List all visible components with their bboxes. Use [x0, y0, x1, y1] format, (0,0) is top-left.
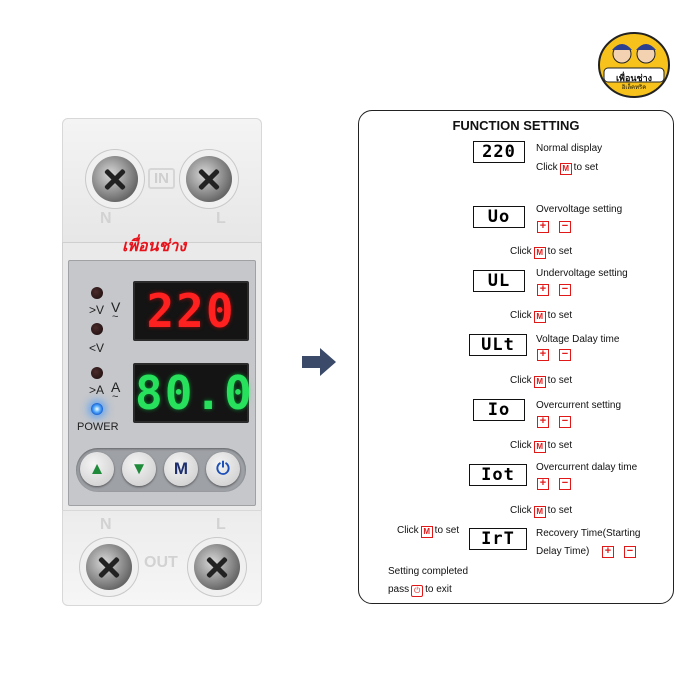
m-key-icon: M	[533, 441, 546, 453]
minus-key-icon: −	[624, 546, 636, 558]
current-ac-symbol: ~	[112, 391, 119, 403]
overcurrent-led-label: >A	[89, 383, 105, 397]
recovery-time-label: Recovery Time(Starting	[536, 528, 641, 539]
minus-key-icon: −	[559, 478, 571, 490]
plus-key-icon: +	[537, 349, 549, 361]
voltage-ac-symbol: ~	[112, 311, 119, 323]
voltage-display: 220	[133, 281, 249, 341]
power-button[interactable]: ⏻	[206, 452, 240, 486]
mode-icon: M	[173, 459, 189, 478]
function-setting-title: FUNCTION SETTING	[452, 118, 580, 133]
setting-completed-label: Setting completed	[388, 566, 469, 577]
code-overcurrent-delay: Iot	[469, 464, 527, 486]
code-recovery-time: IrT	[469, 528, 527, 550]
device-top-housing: IN N L	[62, 118, 262, 248]
logo-badge-icon	[598, 32, 670, 98]
plus-key-icon: +	[537, 284, 549, 296]
right-arrow-icon	[302, 348, 336, 376]
bottom-n-label: N	[100, 516, 112, 533]
minus-key-icon: −	[559, 284, 571, 296]
code-overcurrent: Io	[473, 399, 525, 421]
down-button[interactable]: ▼	[122, 452, 156, 486]
power-icon: ⏻	[216, 459, 230, 478]
input-terminal-l	[186, 156, 232, 202]
m-key-icon: M	[559, 163, 572, 175]
minus-key-icon: −	[559, 416, 571, 428]
plus-key-icon: +	[537, 416, 549, 428]
up-arrow-icon: ▲	[88, 459, 106, 478]
device-brand: เพื่อนช่าง	[122, 238, 187, 255]
function-setting-panel: FUNCTION SETTING	[358, 110, 674, 604]
circuit-protector-device: IN N L เพื่อนช่าง >V V ~ <V >A A ~ POWER…	[62, 118, 262, 606]
power-led	[91, 403, 103, 415]
recovery-time-label-2: Delay Time)	[536, 546, 590, 557]
out-label: OUT	[144, 554, 178, 571]
voltage-delay-label: Voltage Dalay time	[536, 334, 620, 345]
overvoltage-led-label: >V	[89, 303, 105, 317]
m-key-icon: M	[533, 506, 546, 518]
undervoltage-led	[91, 323, 103, 335]
up-button[interactable]: ▲	[80, 452, 114, 486]
overcurrent-label: Overcurrent setting	[536, 400, 622, 411]
brand-logo: เพื่อนช่าง อิเล็คทริค	[598, 32, 670, 98]
undervoltage-label: Undervoltage setting	[536, 268, 628, 279]
display-panel: >V V ~ <V >A A ~ POWER 220 80.0	[68, 260, 256, 506]
current-display: 80.0	[133, 363, 252, 423]
overvoltage-label: Overvoltage setting	[536, 204, 623, 215]
top-l-label: L	[216, 210, 226, 227]
undervoltage-led-label: <V	[89, 341, 105, 355]
output-terminal-n	[86, 544, 132, 590]
overvoltage-led	[91, 287, 103, 299]
plus-key-icon: +	[537, 478, 549, 490]
exit-instruction: pass⏻to exit	[388, 584, 452, 597]
button-bar: ▲ ▼ M ⏻	[76, 448, 246, 492]
minus-key-icon: −	[559, 221, 571, 233]
logo-title: เพื่อนช่าง	[615, 73, 653, 83]
minus-key-icon: −	[559, 349, 571, 361]
m-key-icon: M	[533, 311, 546, 323]
plus-key-icon: +	[537, 221, 549, 233]
overcurrent-delay-label: Overcurrent dalay time	[536, 462, 638, 473]
code-voltage-delay: ULt	[469, 334, 527, 356]
m-key-icon: M	[533, 376, 546, 388]
logo-subtitle: อิเล็คทริค	[621, 85, 647, 91]
power-label: POWER	[77, 421, 119, 433]
code-normal-display: 220	[473, 141, 525, 163]
current-unit: A	[111, 379, 121, 395]
output-terminal-l	[194, 544, 240, 590]
code-undervoltage: UL	[473, 270, 525, 292]
overcurrent-led	[91, 367, 103, 379]
down-arrow-icon: ▼	[130, 459, 148, 478]
normal-display-label: Normal display	[536, 143, 603, 154]
top-n-label: N	[100, 210, 112, 227]
m-key-icon: M	[420, 526, 433, 538]
bottom-l-label: L	[216, 516, 226, 533]
input-terminal-n	[92, 156, 138, 202]
mode-button[interactable]: M	[164, 452, 198, 486]
voltage-unit: V	[111, 299, 121, 315]
power-key-icon: ⏻	[411, 585, 424, 597]
code-overvoltage: Uo	[473, 206, 525, 228]
m-key-icon: M	[533, 247, 546, 259]
plus-key-icon: +	[602, 546, 614, 558]
in-label: IN	[148, 168, 175, 189]
device-bottom-housing: N L OUT	[62, 510, 262, 606]
